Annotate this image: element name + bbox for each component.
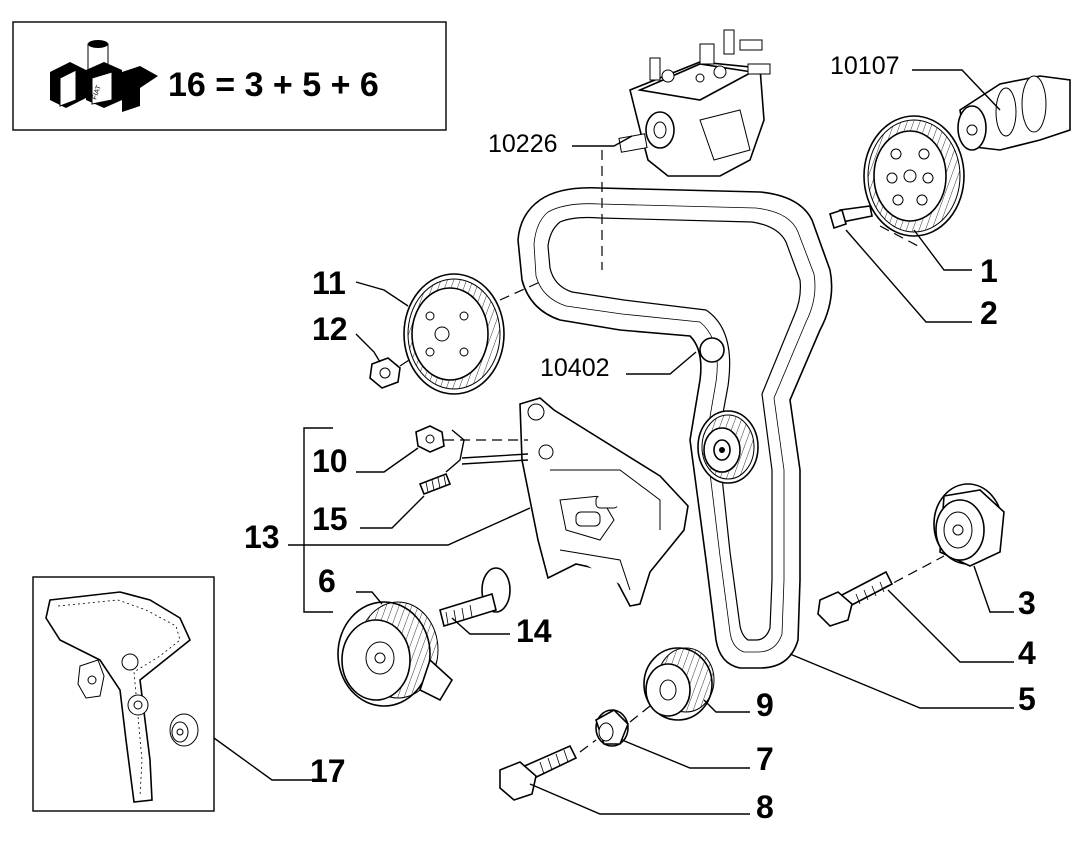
- callout-labels: 10107 10226 1 2 11 12 10402 10 15 13 6 1…: [244, 52, 1036, 825]
- bracket-nut: [415, 425, 445, 453]
- callout-14: 14: [516, 613, 552, 649]
- injection-pump: [618, 29, 771, 177]
- callout-10226: 10226: [488, 130, 558, 158]
- callout-7: 7: [756, 741, 774, 777]
- kit-formula: 16 = 3 + 5 + 6: [168, 66, 379, 104]
- sprocket-nut: [369, 357, 401, 389]
- callout-12: 12: [312, 311, 348, 347]
- tensioner-bolt: [439, 567, 511, 628]
- crankshaft-sprocket: [643, 647, 715, 721]
- callout-1: 1: [980, 253, 998, 289]
- belt-tensioner-pulley: [697, 410, 759, 484]
- callout-2: 2: [980, 295, 998, 331]
- callout-10402: 10402: [540, 354, 610, 382]
- bracket-stud: [418, 472, 452, 496]
- callout-8: 8: [756, 789, 774, 825]
- callout-13: 13: [244, 519, 280, 555]
- camshaft-sprocket: [863, 115, 965, 237]
- spacer-washer: [595, 709, 629, 747]
- idler-roller: [933, 483, 1005, 567]
- callout-17: 17: [310, 753, 346, 789]
- camshaft: [957, 75, 1071, 151]
- callout-10107: 10107: [830, 52, 900, 80]
- callout-10: 10: [312, 443, 348, 479]
- center-lines: [399, 150, 945, 753]
- roller-bolt: [817, 570, 894, 627]
- kit-box: FIAT 16 = 3 + 5 + 6: [12, 21, 447, 131]
- crankshaft-bolt: [499, 744, 578, 801]
- callout-6: 6: [318, 563, 336, 599]
- kit-icon: FIAT: [50, 40, 158, 112]
- svg-text:FIAT: FIAT: [91, 84, 103, 101]
- callout-11: 11: [312, 265, 346, 301]
- tensioner-bracket: [519, 397, 689, 607]
- callout-15: 15: [312, 501, 348, 537]
- timing-belt: [517, 186, 833, 669]
- sprocket-bolt: [829, 205, 873, 230]
- pump-sprocket: [403, 273, 505, 395]
- inset-belt-layout: [32, 576, 215, 812]
- callout-4: 4: [1018, 635, 1036, 671]
- callout-5: 5: [1018, 681, 1036, 717]
- callout-3: 3: [1018, 585, 1036, 621]
- leader-lines: [213, 69, 1014, 815]
- belt-tensioner: [337, 601, 454, 707]
- callout-9: 9: [756, 687, 774, 723]
